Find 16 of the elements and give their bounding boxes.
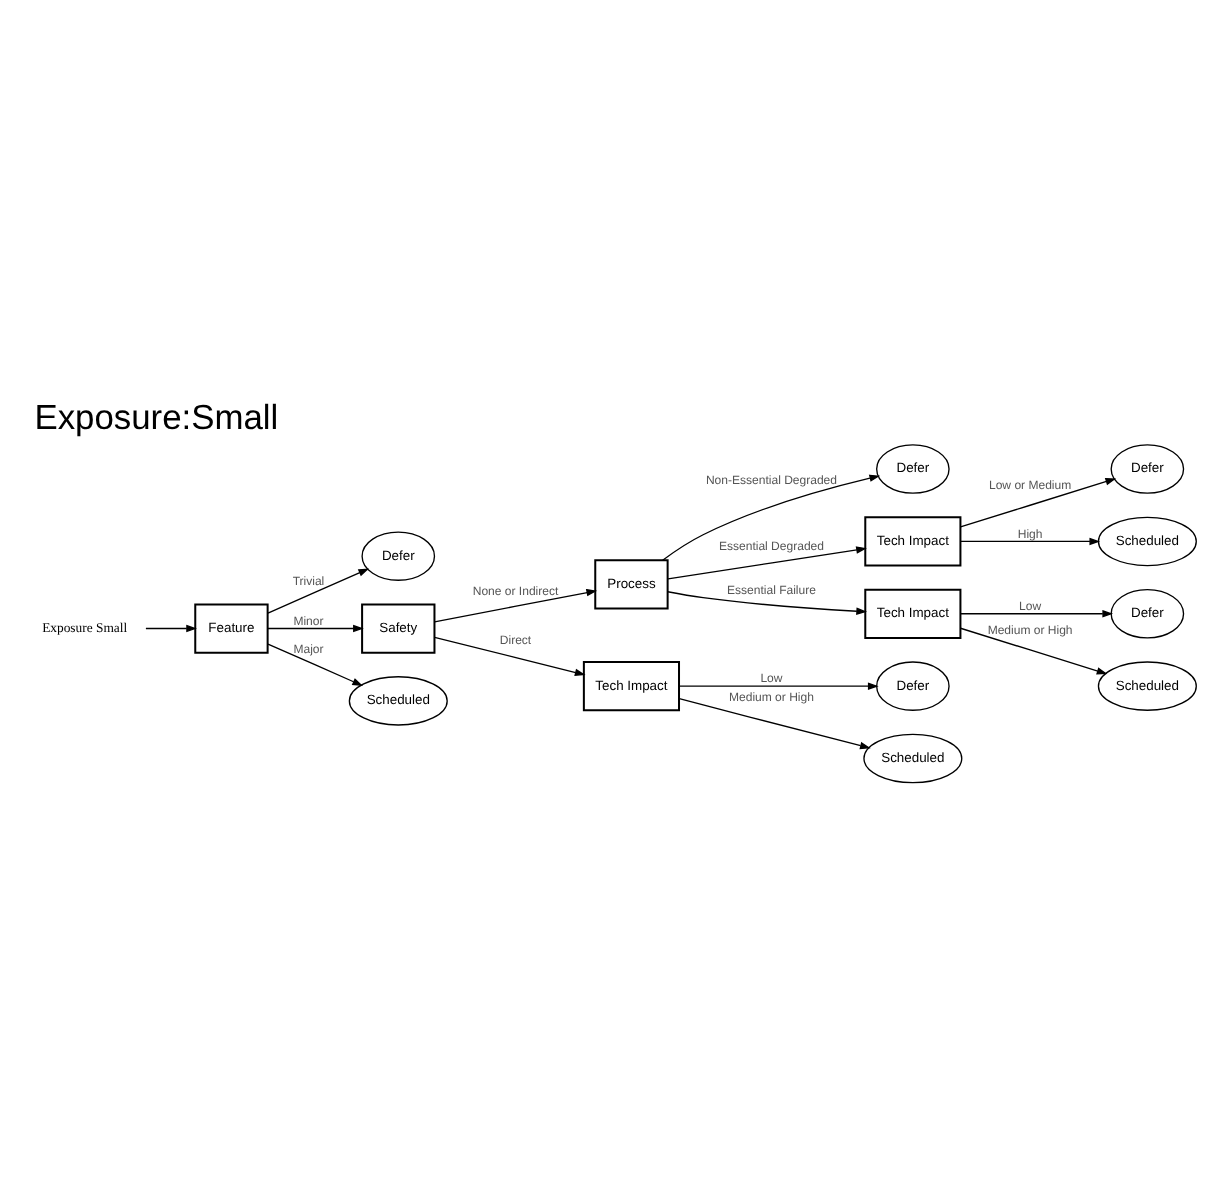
arrow: [662, 474, 881, 561]
arrow: [678, 682, 879, 690]
arrow: [267, 568, 370, 614]
arrow: [959, 537, 1101, 546]
arrow: [667, 546, 867, 580]
arrow: [667, 591, 868, 615]
arrow: [145, 624, 197, 633]
arrow: [267, 624, 364, 633]
arrow: [678, 697, 871, 750]
arrow: [267, 643, 364, 686]
arrow: [959, 627, 1108, 675]
arrow: [959, 610, 1114, 618]
arrow: [433, 636, 586, 677]
diagram-title: Exposure:Small: [34, 396, 279, 437]
arrow: [959, 478, 1117, 528]
arrow: [433, 588, 598, 623]
